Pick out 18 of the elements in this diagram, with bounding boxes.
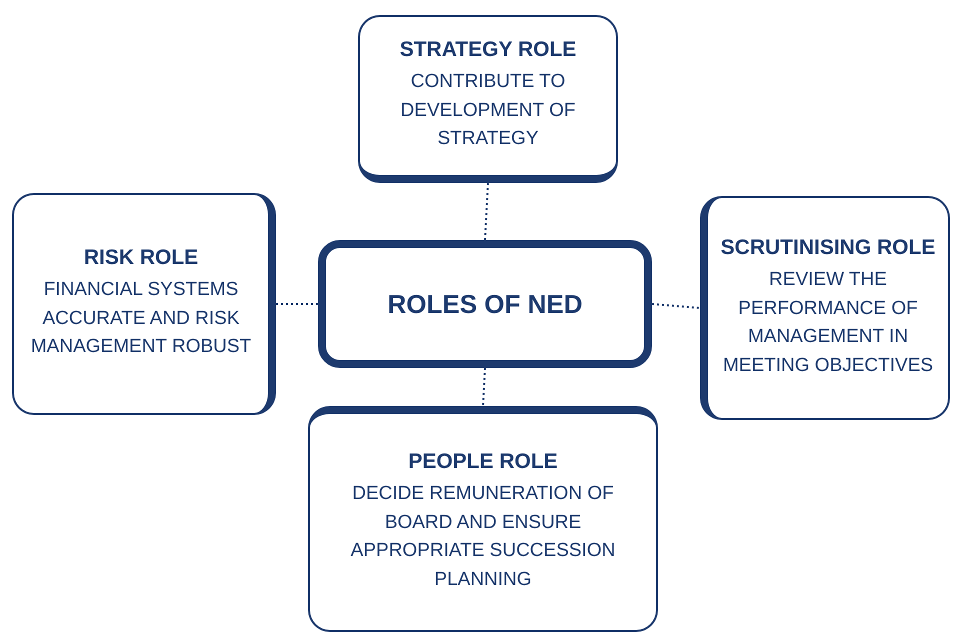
role-box — [358, 15, 618, 183]
central-title: ROLES OF NED — [387, 288, 582, 320]
role-heading: STRATEGY ROLE — [400, 38, 576, 62]
role-heading: RISK ROLE — [84, 246, 198, 270]
dotted-connector — [276, 303, 318, 305]
role-heading: SCRUTINISING ROLE — [720, 236, 936, 260]
role-heading: PEOPLE ROLE — [408, 450, 558, 474]
role-description: REVIEW THE PERFORMANCE OF MANAGEMENT IN MEETING OBJECTIVES — [722, 268, 934, 378]
role-description: FINANCIAL SYSTEMS ACCURATE AND RISK MANAGEMENT ROBUST — [30, 278, 252, 360]
dotted-connector — [482, 368, 486, 406]
role-box — [12, 193, 276, 415]
role-description: CONTRIBUTE TO DEVELOPMENT OF STRATEGY — [400, 70, 576, 152]
dotted-connector — [652, 303, 700, 309]
dotted-connector — [484, 182, 489, 240]
role-box — [700, 196, 950, 420]
central-box — [318, 240, 652, 368]
role-box — [308, 406, 658, 632]
role-description: DECIDE REMUNERATION OF BOARD AND ENSURE APPROPRIATE SUCCESSION PLANNING — [350, 482, 616, 592]
